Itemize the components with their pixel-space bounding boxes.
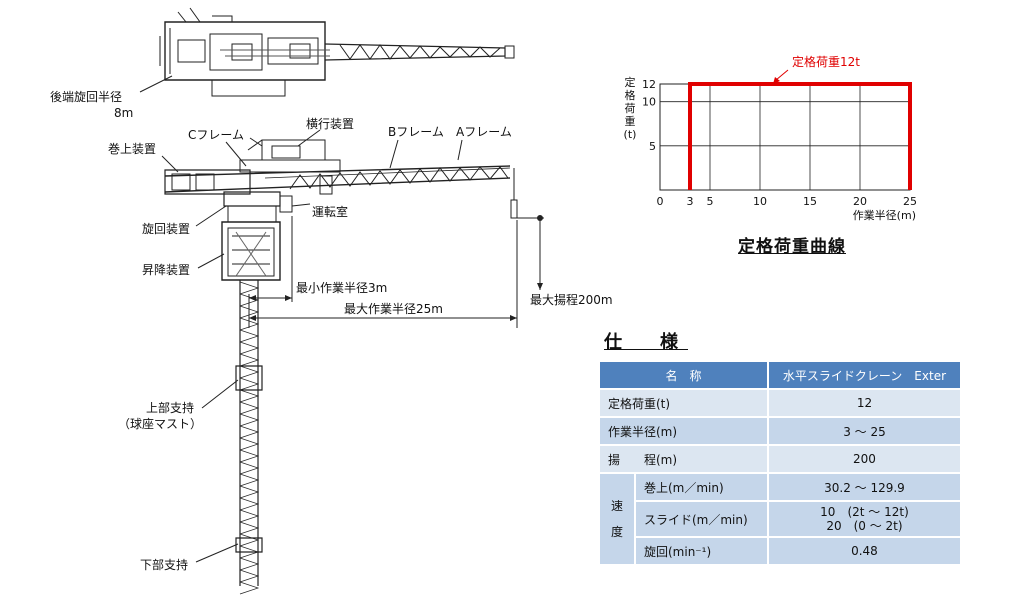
hoist-unit-label: 巻上装置 xyxy=(108,142,156,156)
spec-header-row: 名 称 水平スライドクレーン Exter xyxy=(600,362,962,388)
max-lift-label: 最大揚程200m xyxy=(530,292,613,307)
rear-radius-leader xyxy=(139,75,173,93)
c-frame-label: Cフレーム xyxy=(188,128,244,142)
annotation-leader xyxy=(775,69,789,81)
slide-speed-value-1: 10 (2t ～ 12t) xyxy=(820,505,909,519)
radius-label: 作業半径(m) xyxy=(600,418,769,444)
rated-load-label: 定格荷重(t) xyxy=(600,390,769,416)
x-axis-label: 作業半径(m) xyxy=(853,208,916,222)
x-tick-label: 5 xyxy=(707,195,714,208)
x-tick-label: 10 xyxy=(753,195,767,208)
upper-support-label: 上部支持 xyxy=(146,400,194,415)
rated-load-value: 12 xyxy=(768,390,962,416)
dimension-lines xyxy=(248,216,544,328)
slide-speed-value: 10 (2t ～ 12t) 20 (0 ～ 2t) xyxy=(768,502,962,536)
x-tick-label: 20 xyxy=(853,195,867,208)
table-row: 旋回(min⁻¹) 0.48 xyxy=(600,538,962,564)
y-axis-label-char: 重 xyxy=(625,114,636,128)
table-row: スライド(m／min) 10 (2t ～ 12t) 20 (0 ～ 2t) xyxy=(600,502,962,536)
lift-label: 揚 程(m) xyxy=(600,446,769,472)
a-frame-label: Aフレーム xyxy=(456,125,512,139)
spec-header-value: 水平スライドクレーン Exter xyxy=(768,362,962,388)
speed-label: 速 度 xyxy=(600,474,636,564)
radius-value: 3 ～ 25 xyxy=(768,418,962,444)
y-axis-label-char: 荷 xyxy=(625,102,636,115)
y-axis-label-char: 定 xyxy=(625,75,636,89)
x-tick-label: 15 xyxy=(803,195,817,208)
slide-speed-value-2: 20 (0 ～ 2t) xyxy=(826,519,903,533)
chart-frame xyxy=(659,83,911,191)
spec-title: 仕 様 xyxy=(604,332,688,353)
load-curve-series xyxy=(688,82,912,190)
lift-value: 200 xyxy=(768,446,962,472)
chart-title: 定格荷重曲線 xyxy=(738,237,846,257)
table-row: 定格荷重(t) 12 xyxy=(600,390,962,416)
max-radius-label: 最大作業半径25m xyxy=(344,302,443,316)
y-tick-label: 12 xyxy=(642,78,656,91)
speed-label-1: 速 xyxy=(610,498,623,513)
b-frame-label: Bフレーム xyxy=(388,125,444,139)
rated-load-annotation: 定格荷重12t xyxy=(792,54,860,69)
hoist-speed-value: 30.2 ～ 129.9 xyxy=(768,474,962,500)
slewing-unit-label: 旋回装置 xyxy=(142,222,190,236)
table-row: 速 度 巻上(m／min) 30.2 ～ 129.9 xyxy=(600,474,962,564)
x-tick-label: 25 xyxy=(903,195,917,208)
leader-lines xyxy=(161,129,463,563)
cab-label: 運転室 xyxy=(312,204,348,219)
y-tick-label: 5 xyxy=(649,140,656,153)
crane-top-view xyxy=(159,7,515,97)
slew-speed-label: 旋回(min⁻¹) xyxy=(636,538,769,564)
lower-support-label: 下部支持 xyxy=(140,557,188,572)
crane-side-view xyxy=(164,137,518,595)
upper-support-note: （球座マスト） xyxy=(118,416,202,431)
y-axis-label-char: (t) xyxy=(624,128,637,141)
y-tick-label: 10 xyxy=(642,96,656,109)
annotation-arrowhead xyxy=(773,77,780,84)
table-row: 揚 程(m) 200 xyxy=(600,446,962,472)
slew-speed-value: 0.48 xyxy=(768,538,962,564)
lifting-unit-label: 昇降装置 xyxy=(142,263,190,277)
rear-radius-label: 後端旋回半径 xyxy=(50,90,122,104)
rear-radius-value: 8m xyxy=(114,106,133,120)
y-axis-label-char: 格 xyxy=(625,88,636,102)
slide-speed-label: スライド(m／min) xyxy=(636,502,769,536)
speed-label-2: 度 xyxy=(610,525,623,539)
spec-header-name: 名 称 xyxy=(600,362,769,388)
traverse-unit-label: 横行装置 xyxy=(306,117,354,131)
dimension-arrows xyxy=(249,215,543,321)
x-tick-label: 0 xyxy=(657,195,664,208)
table-row: 作業半径(m) 3 ～ 25 xyxy=(600,418,962,444)
hoist-speed-label: 巻上(m／min) xyxy=(636,474,769,500)
x-tick-label: 3 xyxy=(687,195,694,208)
spec-table: 名 称 水平スライドクレーン Exter 定格荷重(t) 12 作業半径(m) … xyxy=(600,360,962,566)
min-radius-label: 最小作業半径3m xyxy=(296,281,387,295)
